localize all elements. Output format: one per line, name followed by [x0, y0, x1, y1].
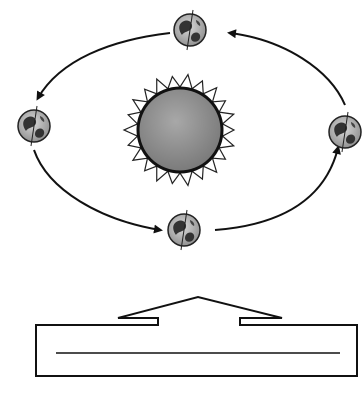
orbit-arrow-top-to-left [38, 33, 170, 98]
sun [124, 75, 234, 186]
orbit-arrow-left-to-bottom [34, 150, 160, 230]
earth-left [18, 106, 50, 146]
orbit-arrow-bottom-to-right [215, 148, 338, 230]
answer-box [36, 297, 357, 376]
orbit-arrow-right-to-top [230, 33, 345, 105]
earth-bottom [168, 210, 200, 250]
answer-box-outline [36, 297, 357, 376]
earth-right [329, 112, 361, 152]
earth-top [174, 10, 206, 50]
sun-body [138, 88, 222, 172]
